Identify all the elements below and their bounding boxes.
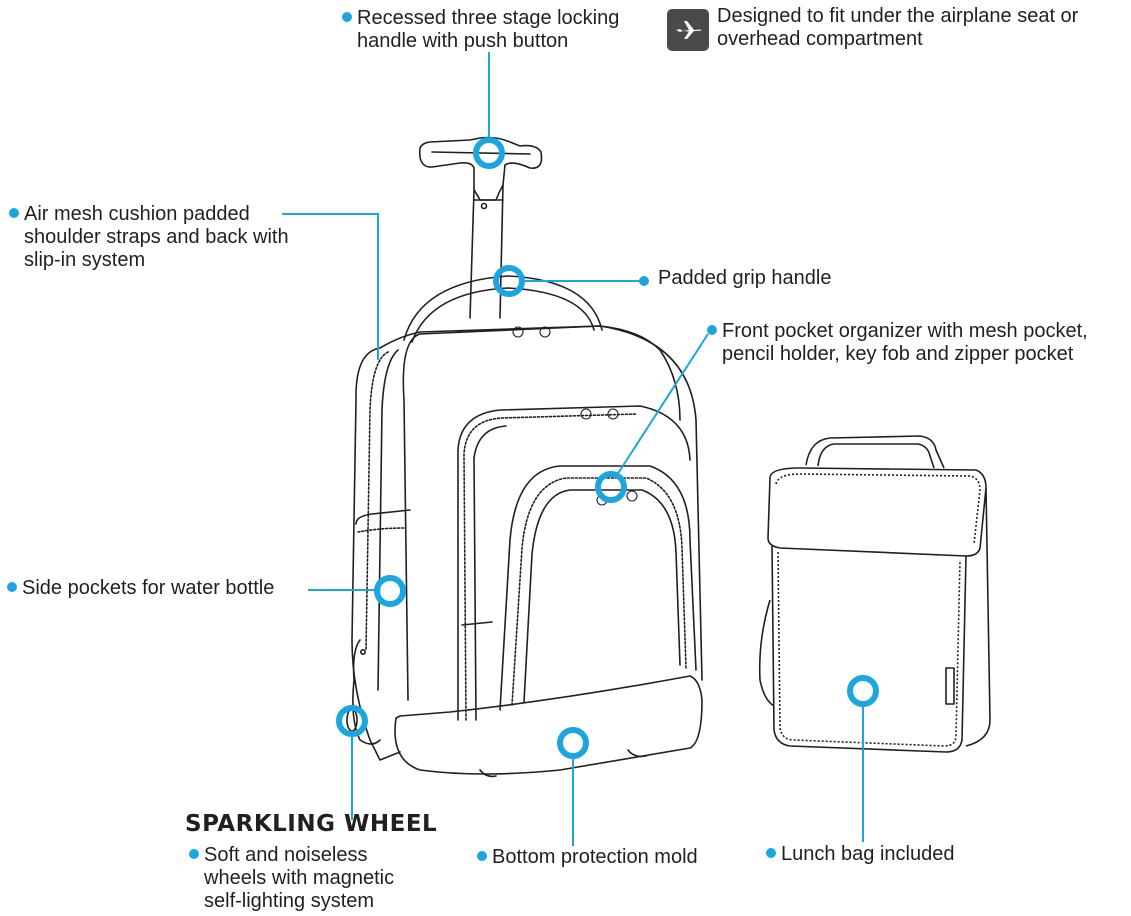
middle-pocket — [457, 405, 691, 721]
bullet-dot — [477, 851, 487, 861]
connector-straps — [282, 213, 379, 360]
marker-wheels — [336, 705, 368, 737]
connector-front-pocket — [616, 333, 709, 476]
marker-side-pockets — [374, 575, 406, 607]
callout-bottom: Bottom protection mold — [477, 846, 698, 869]
backpack-drawing — [346, 136, 703, 778]
lunch-bag-flap — [767, 467, 987, 557]
flower-charms — [512, 326, 638, 506]
bullet-dot — [9, 208, 19, 218]
callout-lines — [282, 52, 864, 846]
airplane-icon — [676, 21, 702, 39]
front-pocket — [499, 465, 697, 711]
grip-handle — [403, 275, 603, 341]
bullet-dot — [766, 848, 776, 858]
callout-handle: Recessed three stage locking handle with… — [342, 7, 619, 53]
marker-front-pocket — [595, 471, 627, 503]
marker-grip-dot — [639, 276, 649, 286]
callout-markers — [336, 137, 879, 759]
callout-lunch: Lunch bag included — [766, 843, 954, 866]
callout-straps: Air mesh cushion padded shoulder straps … — [9, 203, 289, 272]
marker-grip — [493, 265, 525, 297]
bullet-dot — [189, 849, 199, 859]
marker-bottom — [557, 727, 589, 759]
main-compartment — [402, 333, 421, 701]
callout-airplane: Designed to fit under the airplane seat … — [717, 5, 1079, 50]
backpack-back-panel — [351, 347, 401, 761]
callout-grip: Padded grip handle — [658, 267, 832, 289]
bullet-dot — [707, 325, 717, 335]
side-pocket — [355, 509, 411, 525]
bullet-dot — [7, 582, 17, 592]
marker-handle — [473, 137, 505, 169]
callout-side-pockets: Side pockets for water bottle — [7, 577, 274, 600]
marker-lunch — [847, 675, 879, 707]
bottom-mold — [394, 675, 703, 775]
callout-front-pocket: Front pocket organizer with mesh pocket,… — [707, 320, 1088, 366]
callout-wheels: Soft and noiseless wheels with magnetic … — [189, 844, 394, 913]
bullet-dot — [342, 12, 352, 22]
lunch-bag-drawing — [758, 435, 991, 753]
lunch-bag-body — [771, 545, 967, 753]
wheel-housing — [352, 639, 381, 745]
sparkling-wheel-heading: SPARKLING WHEEL — [185, 811, 438, 837]
airplane-icon-box — [667, 9, 709, 51]
